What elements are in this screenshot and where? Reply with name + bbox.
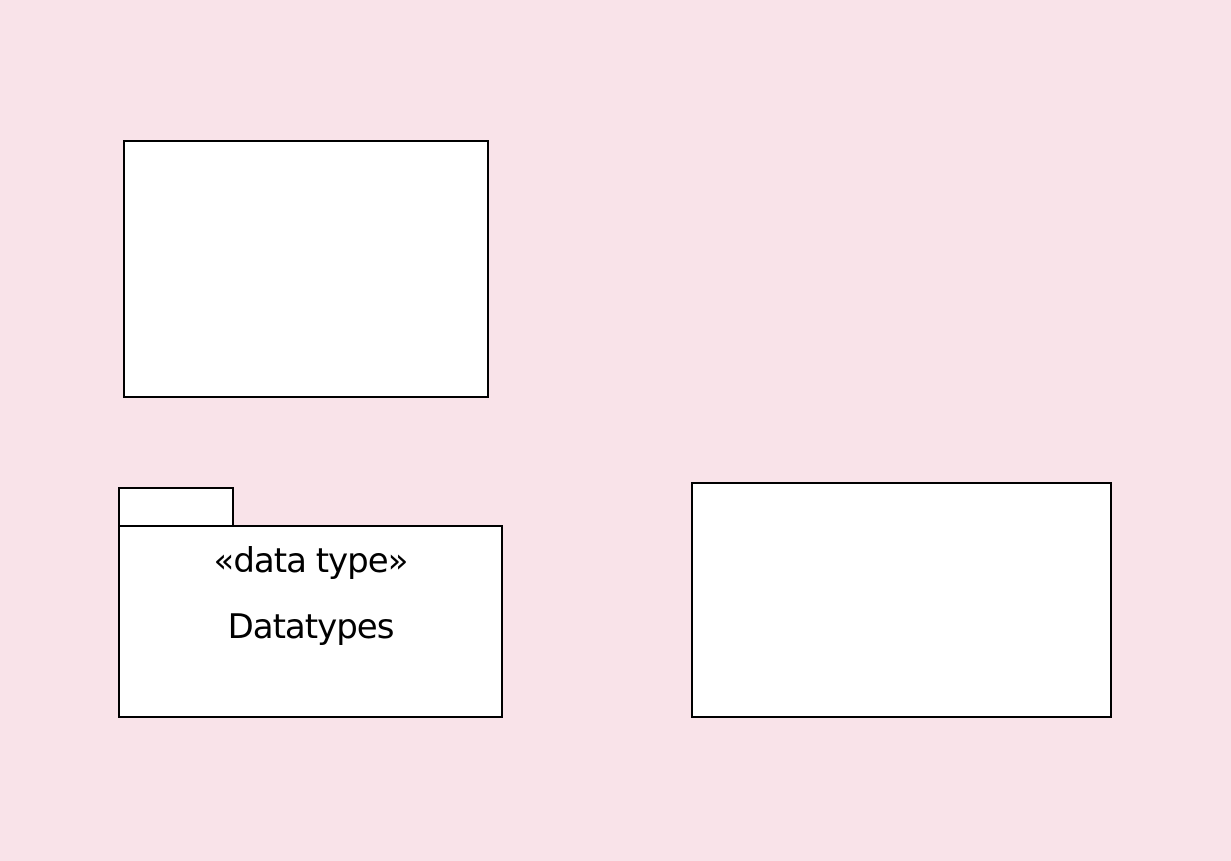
empty-element-right[interactable] <box>691 482 1112 718</box>
package-name: Datatypes <box>227 607 395 647</box>
package-tab[interactable] <box>118 487 234 527</box>
empty-element-top-left[interactable] <box>123 140 489 398</box>
package-datatypes[interactable]: «data type» Datatypes <box>118 525 503 718</box>
package-stereotype: «data type» <box>213 541 409 581</box>
